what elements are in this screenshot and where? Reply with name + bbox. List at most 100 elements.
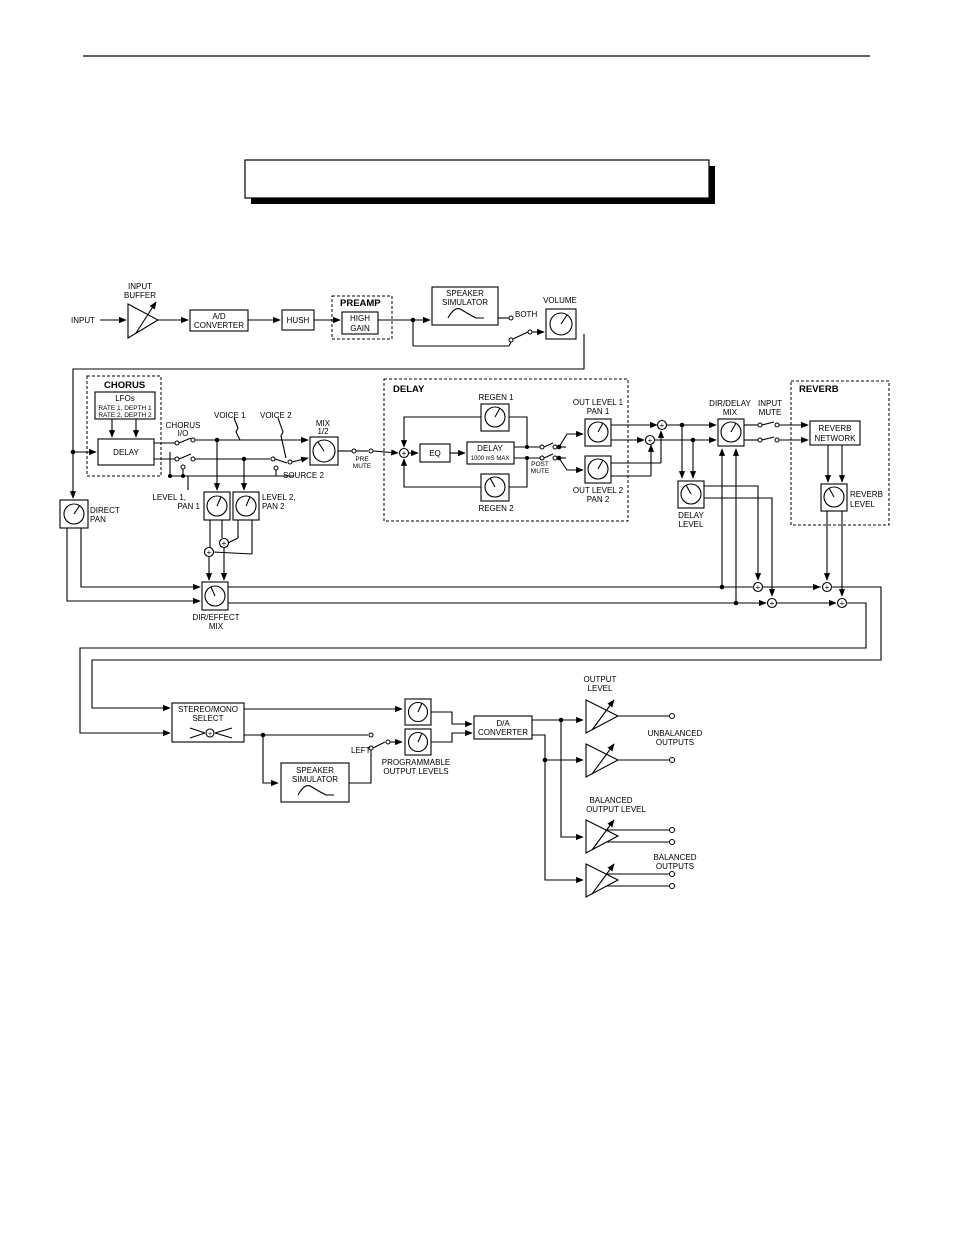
preamp-section: PREAMP HIGH GAIN: [331, 295, 393, 340]
svg-text:+: +: [648, 436, 653, 445]
input-label: INPUT: [71, 316, 95, 325]
svg-text:+: +: [825, 583, 830, 592]
svg-text:+: +: [756, 583, 761, 592]
balanced-outputs-label-1: BALANCED: [653, 853, 696, 862]
dir-delay-mix-knob: DIR/DELAY MIX: [709, 399, 751, 447]
delay-box-label-1: DELAY: [477, 444, 503, 453]
output-amp-1: OUTPUT LEVEL: [584, 675, 620, 734]
lfos-rate1: RATE 1, DEPTH 1: [98, 405, 152, 412]
input-mute-label-2: MUTE: [759, 408, 782, 417]
level2-label-1: LEVEL 2,: [262, 493, 296, 502]
mix12-label-2: 1/2: [317, 427, 329, 436]
balanced-amp-1: [585, 819, 620, 854]
reverb-section: REVERB REVERB NETWORK REVERB LEVEL: [790, 380, 890, 526]
regen1-label: REGEN 1: [478, 393, 514, 402]
delay-section: DELAY REGEN 1 REGEN 2 + EQ DELAY 1000 mS…: [383, 378, 629, 522]
delay-level-label-1: DELAY: [678, 511, 704, 520]
pre-mute-label-1: PRE: [355, 456, 369, 463]
dir-effect-mix-label-1: DIR/EFFECT: [192, 613, 239, 622]
post-mute-label-2: MUTE: [531, 468, 550, 475]
level2-knob: LEVEL 2, PAN 2: [232, 491, 296, 521]
delay-box-label-2: 1000 mS MAX: [471, 456, 510, 462]
ad-converter-label-1: A/D: [212, 312, 226, 321]
balanced-amp-2: [585, 863, 620, 898]
svg-text:+: +: [222, 539, 227, 548]
level1-label-2: PAN 1: [177, 502, 200, 511]
regen2-label: REGEN 2: [478, 504, 514, 513]
da-converter-label-1: D/A: [496, 719, 510, 728]
dir-delay-mix-label-2: MIX: [723, 408, 738, 417]
both-label: BOTH: [515, 310, 537, 319]
input-buffer: INPUT BUFFER: [124, 282, 160, 339]
delay-title: DELAY: [393, 384, 425, 395]
out-level2-label-1: OUT LEVEL 2: [573, 486, 624, 495]
dir-effect-mix-label-2: MIX: [209, 622, 224, 631]
high-gain-label-2: GAIN: [350, 324, 370, 333]
balanced-level-label-1: BALANCED: [589, 796, 632, 805]
stereo-mono-label-1: STEREO/MONO: [178, 705, 238, 714]
balanced-level-label-2: OUTPUT LEVEL: [586, 805, 646, 814]
eq-label: EQ: [429, 449, 441, 458]
input-buffer-label-2: BUFFER: [124, 291, 156, 300]
volume-knob: VOLUME: [543, 296, 577, 340]
speaker-simulator-input: SPEAKER SIMULATOR: [431, 286, 499, 326]
ad-converter-label-2: CONVERTER: [194, 321, 244, 330]
unbalanced-label-2: OUTPUTS: [656, 738, 694, 747]
stereo-mono-select: STEREO/MONO SELECT +: [171, 702, 245, 743]
svg-text:+: +: [840, 599, 845, 608]
level1-label-1: LEVEL 1,: [152, 493, 186, 502]
out-level2-label-2: PAN 2: [587, 495, 610, 504]
output-level-label-1: OUTPUT: [584, 675, 617, 684]
input-buffer-label-1: INPUT: [128, 282, 152, 291]
chorus-io-label-2: I/O: [178, 429, 189, 438]
reverb-level-label-1: REVERB: [850, 490, 883, 499]
left-label: LEFT: [351, 746, 371, 755]
delay-level-label-2: LEVEL: [679, 520, 704, 529]
chorus-section: CHORUS LFOs RATE 1, DEPTH 1 RATE 2, DEPT…: [86, 375, 162, 477]
programmable-label-2: OUTPUT LEVELS: [383, 767, 448, 776]
speaker-simulator-output: SPEAKER SIMULATOR: [280, 762, 350, 803]
lfos-label: LFOs: [115, 394, 135, 403]
pre-mute-label-2: MUTE: [353, 463, 372, 470]
programmable-label-1: PROGRAMMABLE: [382, 758, 450, 767]
svg-text:+: +: [207, 548, 212, 557]
direct-pan-knob: DIRECT PAN: [59, 499, 120, 529]
mix12-knob: MIX 1/2: [309, 419, 339, 466]
out-speaker-sim-label-2: SIMULATOR: [292, 775, 338, 784]
voice1-label: VOICE 1: [214, 411, 246, 420]
mix12-label-1: MIX: [316, 419, 331, 428]
hush-label: HUSH: [287, 316, 310, 325]
speaker-sim-label-2: SIMULATOR: [442, 298, 488, 307]
ad-converter: A/D CONVERTER: [189, 309, 249, 332]
reverb-network-label-2: NETWORK: [815, 434, 857, 443]
level2-label-2: PAN 2: [262, 502, 285, 511]
output-amp-2: [585, 743, 620, 778]
svg-text:+: +: [770, 599, 775, 608]
title-box: [244, 159, 715, 204]
input-mute-label-1: INPUT: [758, 399, 782, 408]
voice2-label: VOICE 2: [260, 411, 292, 420]
da-converter-label-2: CONVERTER: [478, 728, 528, 737]
stereo-mono-label-2: SELECT: [192, 714, 223, 723]
hush-block: HUSH: [281, 309, 315, 331]
preamp-title: PREAMP: [340, 298, 381, 309]
source2-label: SOURCE 2: [283, 471, 324, 480]
dir-effect-mix-knob: DIR/EFFECT MIX: [192, 581, 240, 631]
level1-knob: LEVEL 1, PAN 1: [152, 491, 231, 521]
programmable-output-knobs: PROGRAMMABLE OUTPUT LEVELS: [382, 698, 450, 776]
chorus-delay-label: DELAY: [113, 448, 139, 457]
balanced-outputs-label-2: OUTPUTS: [656, 862, 694, 871]
da-converter: D/A CONVERTER: [473, 715, 533, 740]
out-level1-label-1: OUT LEVEL 1: [573, 398, 624, 407]
dir-delay-mix-label-1: DIR/DELAY: [709, 399, 751, 408]
out-level1-label-2: PAN 1: [587, 407, 610, 416]
chorus-io-label-1: CHORUS: [166, 421, 201, 430]
direct-pan-label-1: DIRECT: [90, 506, 120, 515]
post-mute-label-1: POST: [531, 461, 549, 468]
lfos-rate2: RATE 2, DEPTH 2: [98, 412, 152, 419]
reverb-level-label-2: LEVEL: [850, 500, 875, 509]
svg-text:+: +: [402, 449, 407, 458]
unbalanced-label-1: UNBALANCED: [648, 729, 703, 738]
delay-level-knob: DELAY LEVEL: [677, 480, 705, 529]
